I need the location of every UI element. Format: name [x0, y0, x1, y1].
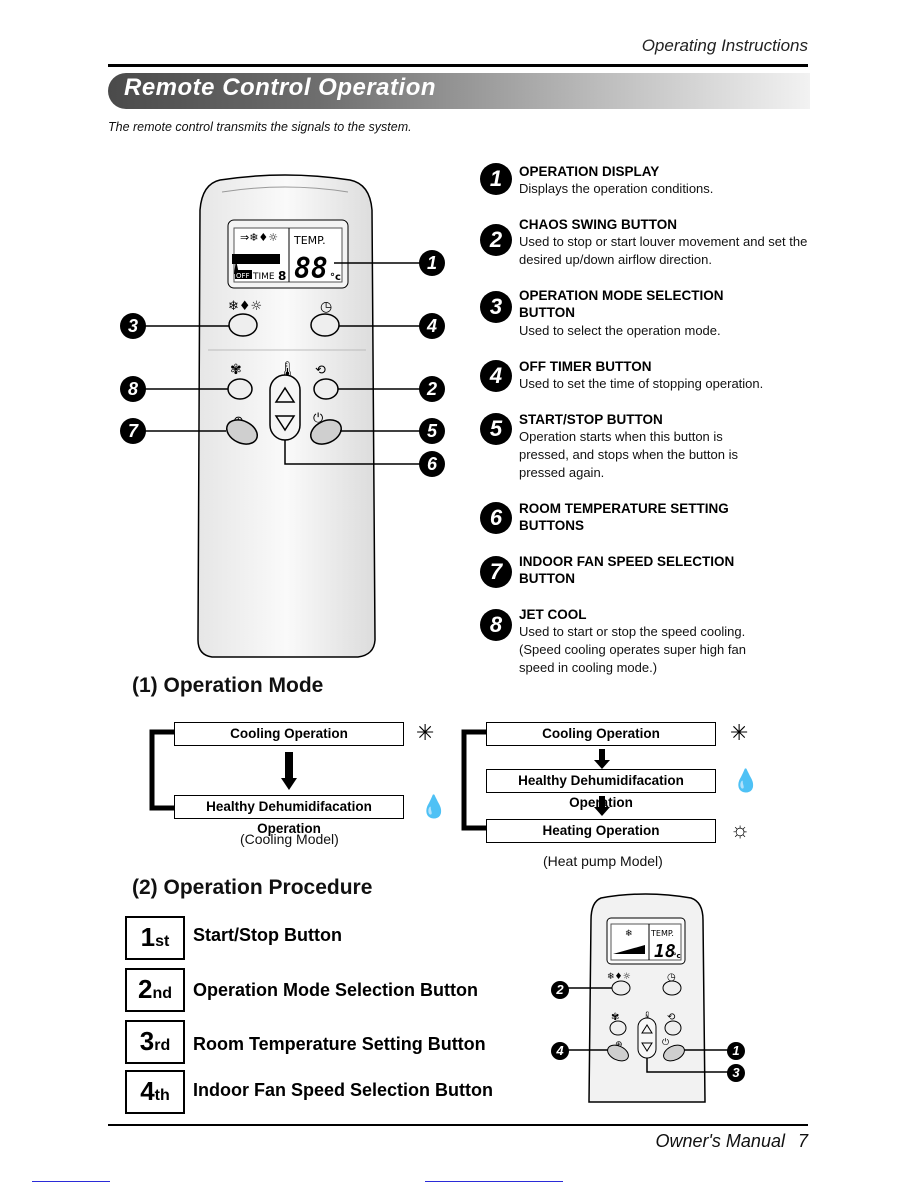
- desc-number: 5: [480, 413, 512, 445]
- desc-body: Used to select the operation mode.: [519, 323, 721, 338]
- desc-body: Used to set the time of stopping operati…: [519, 376, 764, 391]
- page-number: 7: [797, 1131, 808, 1151]
- svg-text:⏻: ⏻: [662, 1037, 669, 1048]
- link-underline[interactable]: [32, 1181, 110, 1182]
- heat-pump-op: Healthy Dehumidifacation Operation: [486, 769, 716, 810]
- snowflake-icon: ✳: [416, 720, 435, 745]
- footer-rule: [108, 1124, 808, 1126]
- step-label: Indoor Fan Speed Selection Button: [193, 1080, 494, 1100]
- remote-control-illustration: ⇒❄♦☼ OFF TIME 8 TEMP. 88 °c ❄♦☼ ◷ ✾ 🌡 ⟲ …: [138, 174, 422, 658]
- page-title: Remote Control Operation: [124, 74, 437, 101]
- desc-number: 1: [480, 163, 512, 195]
- heat-pump-caption: (Heat pump Model): [543, 853, 663, 869]
- cooling-model-op: Cooling Operation: [174, 722, 404, 746]
- svg-text:8: 8: [278, 269, 286, 283]
- small-remote-callout: 2: [551, 981, 569, 999]
- cooling-model-caption: (Cooling Model): [240, 831, 339, 847]
- svg-text:⟲: ⟲: [315, 363, 326, 378]
- desc-title: ROOM TEMPERATURE SETTING BUTTONS: [519, 501, 729, 533]
- intro-text: The remote control transmits the signals…: [108, 120, 412, 134]
- step-ordinal-box: 4th: [125, 1070, 185, 1114]
- snowflake-icon: ✳: [730, 720, 749, 745]
- step-ordinal-box: 2nd: [125, 968, 185, 1012]
- callout-marker: 7: [120, 418, 146, 444]
- desc-number: 6: [480, 502, 512, 534]
- svg-text:❄: ❄: [625, 929, 633, 939]
- header-rule: [108, 64, 808, 67]
- small-remote-callout: 3: [727, 1064, 745, 1082]
- svg-text:OFF: OFF: [236, 272, 250, 280]
- desc-title: CHAOS SWING BUTTON: [519, 217, 677, 232]
- step-label: Operation Mode Selection Button: [193, 980, 479, 1000]
- step-label: Start/Stop Button: [193, 925, 342, 945]
- desc-title: START/STOP BUTTON: [519, 412, 663, 427]
- step-ordinal-box: 1st: [125, 916, 185, 960]
- svg-text:✾: ✾: [611, 1012, 619, 1023]
- desc-body: Used to start or stop the speed cooling.…: [519, 624, 746, 675]
- desc-number: 4: [480, 360, 512, 392]
- desc-number: 8: [480, 609, 512, 641]
- section-heading-operation-procedure: (2) Operation Procedure: [132, 876, 373, 899]
- callout-marker: 8: [120, 376, 146, 402]
- callout-marker: 5: [419, 418, 445, 444]
- svg-text:❄♦☼: ❄♦☼: [228, 299, 262, 314]
- desc-number: 7: [480, 556, 512, 588]
- down-arrow-icon: [594, 749, 610, 769]
- footer-text: Owner's Manual 7: [655, 1131, 808, 1152]
- callout-marker: 4: [419, 313, 445, 339]
- svg-text:18: 18: [654, 941, 676, 962]
- svg-text:°c: °c: [330, 272, 341, 283]
- heat-pump-op: Heating Operation: [486, 819, 716, 843]
- svg-text:⊕: ⊕: [615, 1040, 623, 1050]
- callout-marker: 3: [120, 313, 146, 339]
- svg-text:◷: ◷: [320, 299, 332, 315]
- small-remote-callout: 1: [727, 1042, 745, 1060]
- header-section-label: Operating Instructions: [641, 36, 808, 55]
- water-drop-icon: 💧: [420, 794, 448, 819]
- water-drop-icon: 💧: [732, 768, 760, 793]
- callout-marker: 1: [419, 250, 445, 276]
- desc-title: OFF TIMER BUTTON: [519, 359, 652, 374]
- svg-text:⇒❄♦☼: ⇒❄♦☼: [240, 231, 278, 244]
- desc-body: Used to stop or start louver movement an…: [519, 234, 808, 267]
- desc-body: Displays the operation conditions.: [519, 181, 714, 196]
- desc-number: 3: [480, 291, 512, 323]
- desc-title: OPERATION DISPLAY: [519, 164, 660, 179]
- sun-icon: ☼: [730, 817, 751, 842]
- step-label: Room Temperature Setting Button: [193, 1034, 486, 1054]
- svg-text:🌡: 🌡: [278, 360, 297, 378]
- svg-text:°c: °c: [673, 952, 681, 960]
- desc-title: OPERATION MODE SELECTION BUTTON: [519, 288, 724, 320]
- desc-number: 2: [480, 224, 512, 256]
- desc-title: JET COOL: [519, 607, 587, 622]
- svg-text:TIME: TIME: [252, 272, 275, 282]
- down-arrow-icon: [281, 752, 297, 790]
- svg-text:✾: ✾: [230, 362, 242, 378]
- heat-pump-op: Cooling Operation: [486, 722, 716, 746]
- desc-title: INDOOR FAN SPEED SELECTION BUTTON: [519, 554, 735, 586]
- down-arrow-icon: [594, 796, 610, 816]
- callout-marker: 6: [419, 451, 445, 477]
- step-ordinal-box: 3rd: [125, 1020, 185, 1064]
- svg-text:⟲: ⟲: [667, 1012, 676, 1023]
- svg-text:⏻: ⏻: [313, 411, 323, 426]
- desc-body: Operation starts when this button is pre…: [519, 429, 738, 480]
- section-heading-operation-mode: (1) Operation Mode: [132, 674, 324, 697]
- svg-text:❄♦☼: ❄♦☼: [607, 972, 631, 982]
- title-banner: [108, 73, 810, 109]
- link-underline[interactable]: [425, 1181, 563, 1182]
- svg-text:TEMP.: TEMP.: [650, 929, 674, 938]
- svg-text:88: 88: [294, 252, 328, 285]
- small-remote-callout: 4: [551, 1042, 569, 1060]
- footer-manual-label: Owner's Manual: [655, 1131, 785, 1151]
- svg-text:◷: ◷: [667, 972, 676, 983]
- cooling-model-op: Healthy Dehumidifacation Operation: [174, 795, 404, 836]
- svg-text:TEMP.: TEMP.: [293, 234, 326, 247]
- callout-marker: 2: [419, 376, 445, 402]
- small-remote-illustration: ❄ TEMP. 18 °c ❄♦☼ ◷ ✾ 🌡 ⟲ ⊕ ⏻: [565, 893, 728, 1103]
